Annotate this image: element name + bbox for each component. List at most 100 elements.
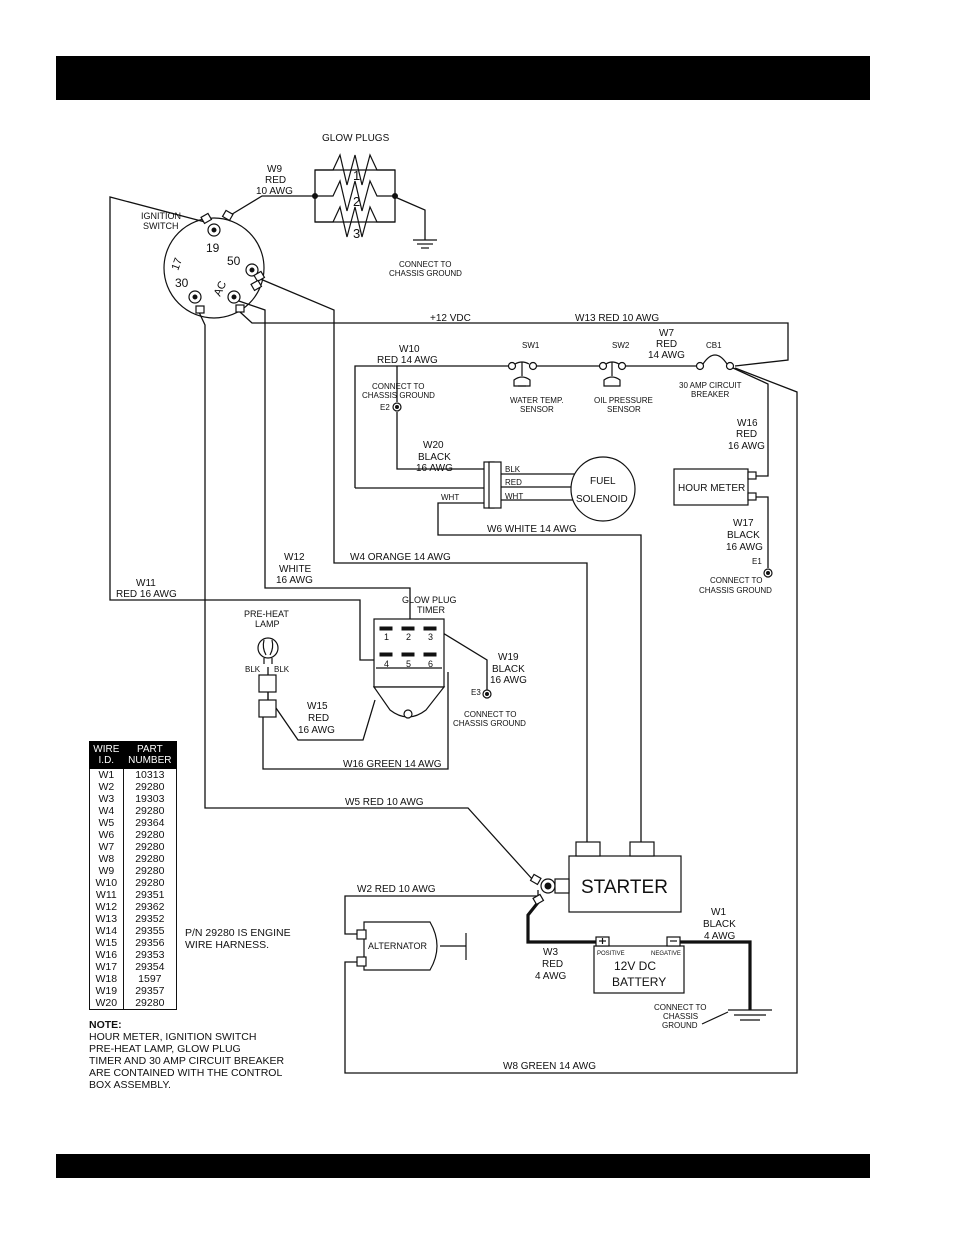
glow-plug-3-number: 3 xyxy=(353,226,360,241)
glow-plug-2-coil xyxy=(315,179,395,212)
gpt-pin-5: 5 xyxy=(406,659,411,669)
wire-id-cell: W10 xyxy=(89,877,124,889)
w16r-label-2: RED xyxy=(736,429,757,440)
wire-id-cell: W9 xyxy=(89,865,124,877)
part-number-cell: 29280 xyxy=(122,865,178,877)
wire-id-cell: W20 xyxy=(89,997,124,1010)
wire-id-cell: W11 xyxy=(89,889,124,901)
circuit-breaker: CB1 30 AMP CIRCUIT BREAKER xyxy=(679,341,742,399)
part-number-cell: 29280 xyxy=(122,829,178,841)
starter-label: STARTER xyxy=(581,877,668,898)
w12-label-3: 16 AWG xyxy=(276,575,313,586)
wire-w8 xyxy=(344,367,798,1074)
header-bar xyxy=(56,56,870,100)
w20-label-2: BLACK xyxy=(418,452,451,463)
breaker-label-1: 30 AMP CIRCUIT xyxy=(679,381,742,390)
glow-plug-junction-right xyxy=(392,193,398,199)
wire-id-cell: W14 xyxy=(89,925,124,937)
wire-w15 xyxy=(275,699,376,741)
water-temp-label-2: SENSOR xyxy=(520,405,554,414)
wire-w20 xyxy=(396,412,486,470)
hour-meter: HOUR METER xyxy=(673,468,757,506)
part-number-cell: 29357 xyxy=(122,985,178,997)
w12-label-1: W12 xyxy=(284,552,305,563)
gpt-pin-6: 6 xyxy=(428,659,433,669)
ignition-switch-label-1: IGNITION xyxy=(141,211,181,221)
w8-label: W8 GREEN 14 AWG xyxy=(503,1061,596,1072)
oil-pressure-sensor: SW2 OIL PRESSURE SENSOR xyxy=(594,341,653,414)
wires xyxy=(109,169,798,1074)
e3-label: E3 xyxy=(471,688,481,697)
w3-label-3: 4 AWG xyxy=(535,971,567,982)
glow-plug-1-number: 1 xyxy=(353,168,360,183)
w19-label-3: 16 AWG xyxy=(490,675,527,686)
w10-label-2: RED 14 AWG xyxy=(377,355,438,366)
w15-label-1: W15 xyxy=(307,701,328,712)
w9-label-2: RED xyxy=(265,175,286,186)
starter: STARTER xyxy=(529,841,682,913)
w15-label-2: RED xyxy=(308,713,329,724)
wire-id-cell: W5 xyxy=(89,817,124,829)
w13-label: W13 RED 10 AWG xyxy=(575,313,659,324)
wire-w6 xyxy=(437,502,642,845)
ground-e2: CONNECT TO CHASSIS GROUND E2 xyxy=(362,382,435,412)
gnd-e2-label-1: CONNECT TO xyxy=(372,382,424,391)
part-number-cell: 29353 xyxy=(122,949,178,961)
part-number-cell: 29280 xyxy=(122,841,178,853)
preheat-label-2: LAMP xyxy=(255,619,280,629)
w7-label-3: 14 AWG xyxy=(648,350,685,361)
wire-w3 xyxy=(526,899,597,944)
gnd-top-label-1: CONNECT TO xyxy=(399,260,451,269)
oil-pressure-label-2: SENSOR xyxy=(607,405,641,414)
gnd-e3-label-2: CHASSIS GROUND xyxy=(453,719,526,728)
w3-label-2: RED xyxy=(542,959,563,970)
wire-glow-ground xyxy=(394,196,426,240)
cb1-label: CB1 xyxy=(706,341,722,350)
note-line: ARE CONTAINED WITH THE CONTROL xyxy=(89,1067,283,1079)
harness-connector: BLK RED WHT WHT xyxy=(441,461,523,509)
glow-plug-2-number: 2 xyxy=(353,194,360,209)
ignition-term-50-label: 50 xyxy=(227,254,241,268)
wire-id-cell: W4 xyxy=(89,805,124,817)
e1-label: E1 xyxy=(752,557,762,566)
w20-label-3: 16 AWG xyxy=(416,463,453,474)
fuel-solenoid-label-1: FUEL xyxy=(590,476,616,487)
footer-bar xyxy=(56,1154,870,1178)
w19-label-2: BLACK xyxy=(492,664,525,675)
wire-labels: W9 RED 10 AWG +12 VDC W13 RED 10 AWG W10… xyxy=(116,164,765,1072)
w16r-label-1: W16 xyxy=(737,418,758,429)
w16g-label: W16 GREEN 14 AWG xyxy=(343,759,442,770)
sw1-label: SW1 xyxy=(522,341,540,350)
wire-w10 xyxy=(354,365,508,488)
wire-w5 xyxy=(197,309,534,881)
part-number-cell: 29280 xyxy=(122,997,178,1010)
wire-id-cell: W6 xyxy=(89,829,124,841)
gnd-e1-label-2: CHASSIS GROUND xyxy=(699,586,772,595)
part-number-cell: 29280 xyxy=(122,877,178,889)
table-header-wire-id: WIRE I.D. xyxy=(89,741,124,769)
part-number-cell: 10313 xyxy=(122,768,178,781)
part-number-cell: 29351 xyxy=(122,889,178,901)
gnd-batt-label-2: CHASSIS xyxy=(663,1012,698,1021)
glow-plug-junction-left xyxy=(312,193,318,199)
wire-w13 xyxy=(239,311,789,367)
w7-label-2: RED xyxy=(656,339,677,350)
e2-label: E2 xyxy=(380,403,390,412)
sw2-label: SW2 xyxy=(612,341,630,350)
conn-blk-label: BLK xyxy=(505,465,521,474)
note-line: PRE-HEAT LAMP, GLOW PLUG xyxy=(89,1043,241,1055)
conn-wht-left-label: WHT xyxy=(441,493,459,502)
table-header-row: WIRE I.D. PART NUMBER xyxy=(89,741,178,769)
wire-id-cell: W18 xyxy=(89,973,124,985)
part-number-cell: 29354 xyxy=(122,961,178,973)
